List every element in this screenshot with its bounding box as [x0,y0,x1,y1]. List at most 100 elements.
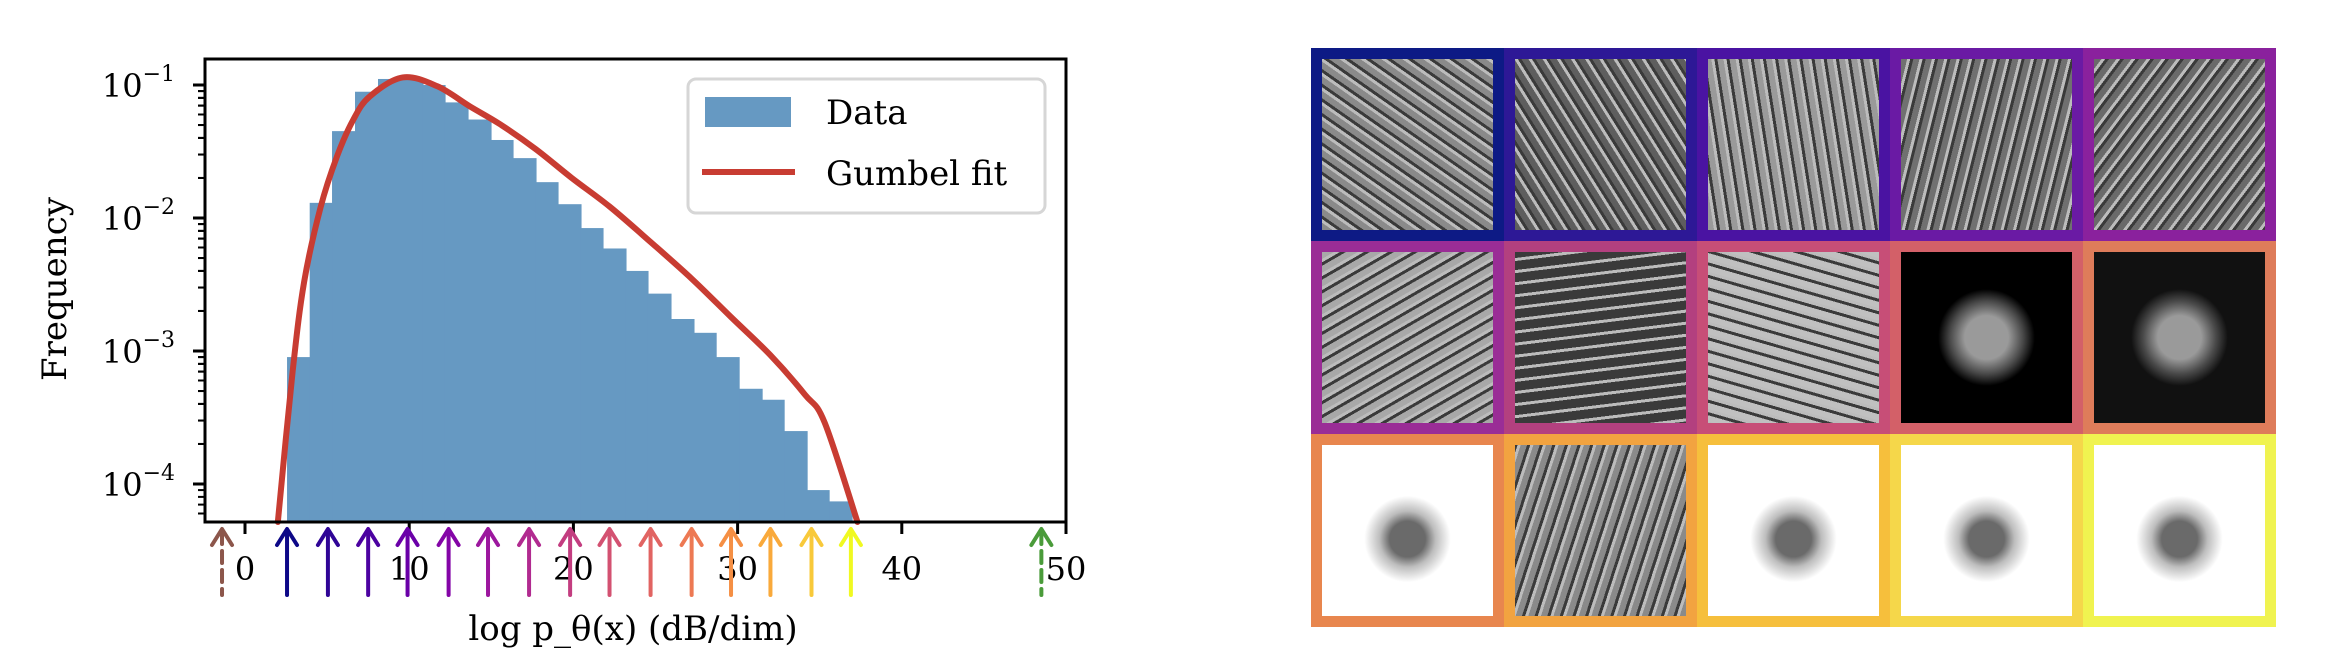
histogram-bar [647,293,672,522]
histogram-bar [625,270,649,522]
thumbnail-image: leopard [1322,59,1493,230]
histogram-chart: 10−110−210−310−4 01020304050 Data Gumbel… [35,57,1087,649]
arrow-up-icon [719,527,744,597]
arrow-up-icon [476,527,501,597]
thumbnail-image: bird silhouette [1708,252,1879,423]
thumbnail-subject: leopard [1322,215,1493,228]
histogram-bar [309,202,333,523]
image-grid-cell: cat in bookstore [1697,48,1890,241]
y-tick-label: 10−3 [102,328,175,371]
histogram-bar [739,388,763,522]
x-tick-label: 50 [1046,550,1087,588]
histogram-bar [557,204,582,523]
arrow-up-icon [558,527,583,597]
thumbnail-subject: bird silhouette [1708,408,1879,421]
image-grid-cell: close-up texture [1504,434,1697,627]
histogram-bar [670,319,695,522]
histogram-bar [535,182,559,522]
x-tick-label: 0 [235,550,255,588]
thumbnail-subject: bullet train [2094,215,2265,228]
x-tick-label: 40 [881,550,922,588]
histogram-bar [693,332,717,522]
legend-label-fit: Gumbel fit [826,154,1008,194]
image-grid-cell: bullet train [2083,48,2276,241]
image-grid-cell: person with camera [1504,241,1697,434]
image-grid-cell: dog lying [1890,434,2083,627]
thumbnail-image: magnifying glass [1708,445,1879,616]
arrow-up-icon [315,527,340,597]
legend: Data Gumbel fit [686,77,1047,215]
histogram-bar [580,228,604,522]
thumbnail-image: porcupine [1515,59,1686,230]
thumbnail-subject: dog lying [1901,601,2072,614]
arrow-up-icon [597,527,622,597]
image-grid-cell: bird silhouette [1697,241,1890,434]
x-tick-label: 30 [717,550,758,588]
arrow-up-icon [275,527,300,597]
histogram-bar [378,78,401,522]
legend-label-data: Data [826,93,907,133]
thumbnail-image: cat in bookstore [1708,59,1879,230]
thumbnail-subject: lipsticks [1322,408,1493,421]
sample-image-grid: leopard porcupine cat in bookstore dog on g… [1311,48,2276,627]
histogram-bar [422,85,446,522]
x-axis-label: log p_θ(x) (dB/dim) [468,609,797,649]
histogram-bar [512,158,537,522]
histogram-bar [467,119,492,522]
arrow-up-icon [679,527,704,597]
x-axis-ticks: 01020304050 [235,522,1087,588]
histogram-bar [355,91,379,522]
thumbnail-image: dog lying [1901,445,2072,616]
legend-data-patch [705,97,791,127]
thumbnail-image: window silhouette [2094,252,2265,423]
histogram-bar [444,102,469,522]
arrow-up-icon [1029,527,1054,597]
image-grid-cell: scrabble tiles [1311,434,1504,627]
thumbnail-image: scrabble tiles [1322,445,1493,616]
image-grid-cell: lipsticks [1311,241,1504,434]
thumbnail-subject: magnifying glass [1708,601,1879,614]
arrow-up-icon [395,527,420,597]
arrow-up-icon [838,527,863,597]
thumbnail-subject: scrabble tiles [1322,601,1493,614]
x-tick-label: 20 [553,550,594,588]
thumbnail-subject: cat in bookstore [1708,215,1879,228]
histogram-bar [829,501,853,522]
image-grid-cell: dog on grass [1890,48,2083,241]
histogram-bars [287,77,853,523]
thumbnail-image: magpie [2094,445,2265,616]
thumbnail-subject: close-up texture [1515,601,1686,614]
arrow-up-icon [210,527,235,597]
arrow-up-icon [638,527,663,597]
image-grid-cell: magnifying glass [1697,434,1890,627]
thumbnail-subject: porcupine [1515,215,1686,228]
gumbel-fit-curve [274,74,861,525]
image-grid-cell: porcupine [1504,48,1697,241]
histogram-bar [762,399,785,522]
thumbnail-subject: magpie [2094,601,2265,614]
thumbnail-subject: window silhouette [2094,408,2265,421]
arrow-up-icon [758,527,783,597]
image-grid-cell: leopard [1311,48,1504,241]
y-axis-label: Frequency [35,196,75,381]
arrow-up-icon [356,527,381,597]
y-tick-label: 10−2 [102,195,175,238]
image-grid-cell: hamburger [1890,241,2083,434]
histogram-bar [602,248,627,522]
thumbnail-image: close-up texture [1515,445,1686,616]
thumbnail-subject: person with camera [1515,408,1686,421]
thumbnail-image: bullet train [2094,59,2265,230]
image-grid-cell: magpie [2083,434,2276,627]
image-grid-cell: window silhouette [2083,241,2276,434]
thumbnail-image: lipsticks [1322,252,1493,423]
histogram-bar [784,431,808,522]
arrow-up-icon [799,527,824,597]
thumbnail-image: person with camera [1515,252,1686,423]
arrow-up-icon [436,527,461,597]
histogram-bar [716,357,740,522]
y-tick-label: 10−4 [102,461,175,504]
thumbnail-image: dog on grass [1901,59,2072,230]
sample-markers [210,527,1054,597]
histogram-bar [332,131,356,522]
axes-frame [203,57,1068,524]
